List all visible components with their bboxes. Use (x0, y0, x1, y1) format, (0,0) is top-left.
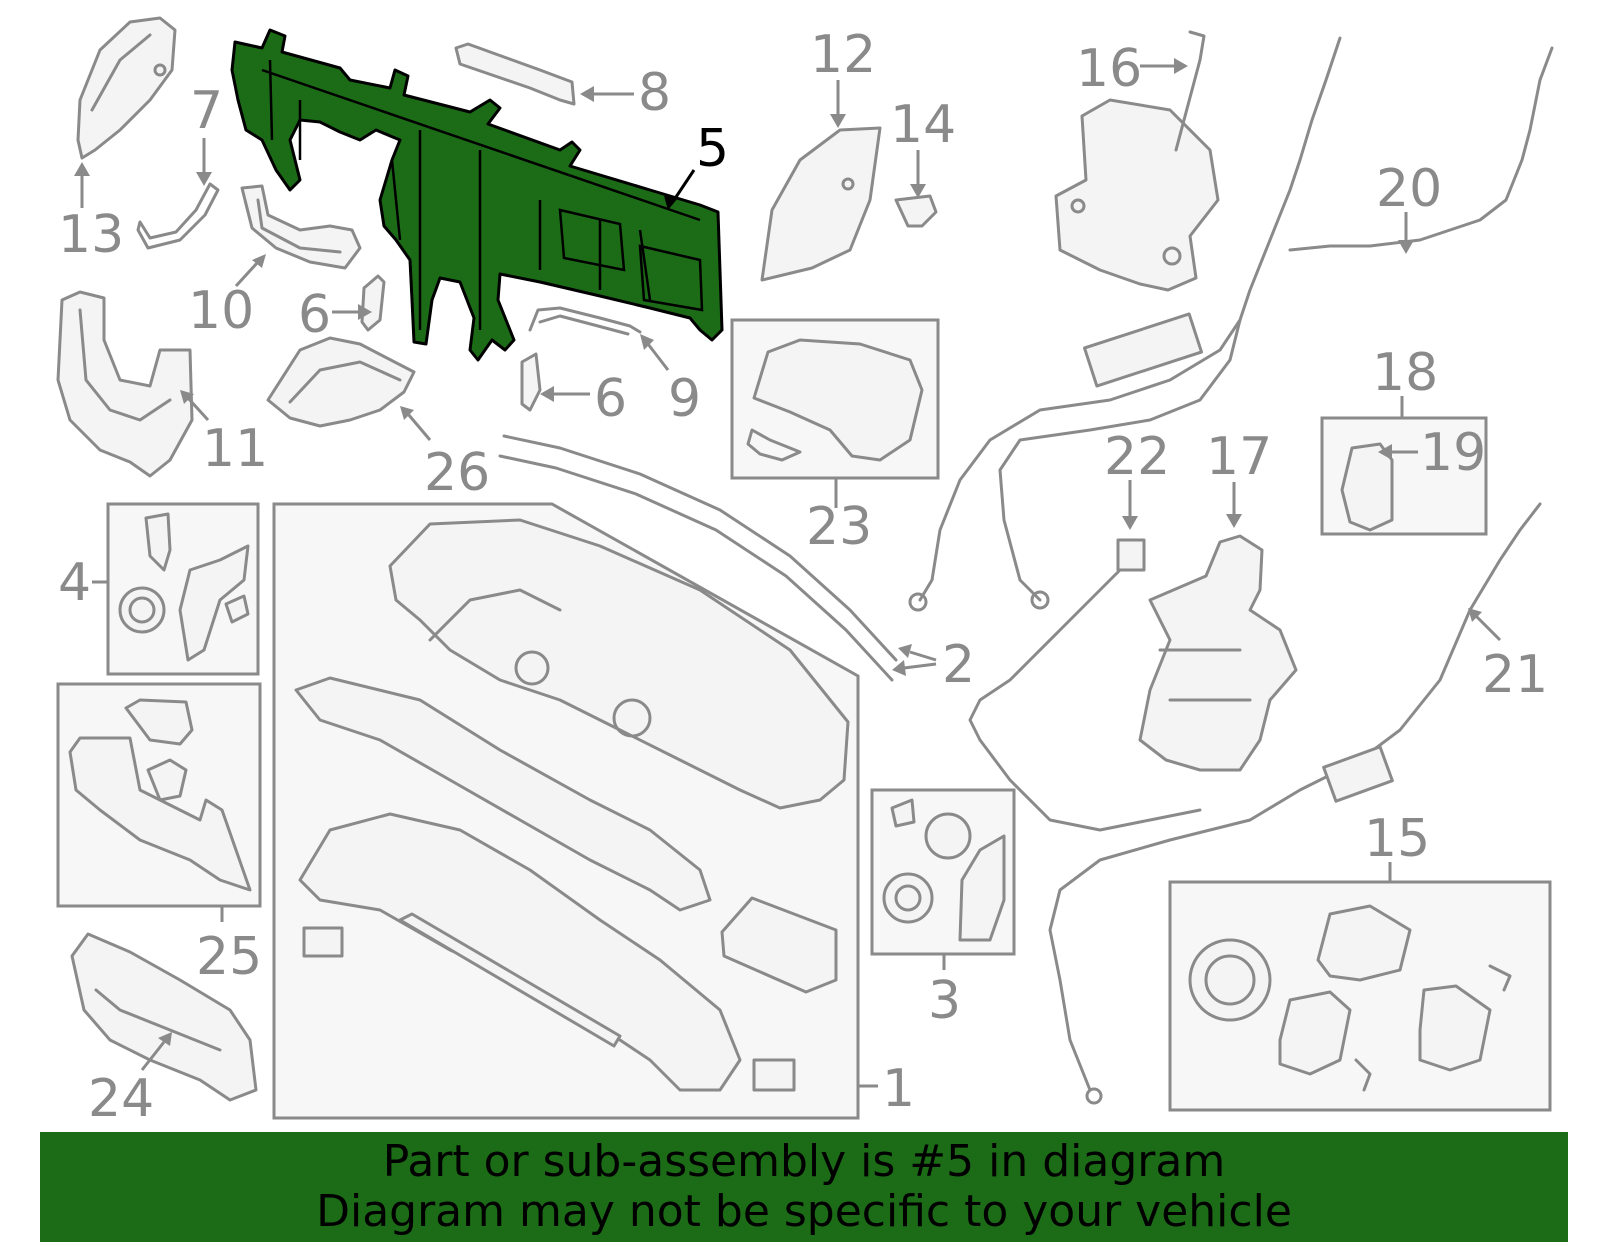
banner-line-2: Diagram may not be specific to your vehi… (316, 1186, 1292, 1237)
callout-26: 26 (424, 443, 490, 503)
callout-23: 23 (806, 497, 872, 557)
part-9-rod[interactable] (528, 306, 642, 336)
callout-20: 20 (1376, 159, 1442, 219)
part-2-trim-strip[interactable] (498, 434, 898, 682)
part-26-duct[interactable] (266, 336, 416, 428)
part-25-group[interactable] (56, 682, 262, 908)
callout-16: 16 (1076, 39, 1142, 99)
part-21-cable[interactable] (1048, 502, 1542, 1105)
callout-19: 19 (1420, 423, 1486, 483)
callout-labels: 13 7 5 8 10 6 11 26 6 9 12 14 16 20 23 1… (58, 25, 1548, 1129)
part-10-bracket[interactable] (240, 184, 362, 270)
part-18-group[interactable] (1320, 416, 1488, 536)
part-6-clip-lower[interactable] (520, 352, 542, 412)
leader-lines (74, 58, 1502, 1088)
part-6-clip-upper[interactable] (360, 274, 386, 332)
callout-4: 4 (58, 553, 91, 613)
part-1-group[interactable] (272, 502, 860, 1120)
callout-2: 2 (942, 635, 975, 695)
part-15-group[interactable] (1168, 880, 1552, 1112)
part-12-side-trim[interactable] (760, 126, 882, 282)
part-5-cross-car-beam[interactable] (230, 28, 724, 362)
callout-6-lower: 6 (594, 369, 627, 429)
callout-17: 17 (1206, 427, 1272, 487)
callout-3: 3 (928, 971, 961, 1031)
part-3-group[interactable] (870, 788, 1016, 956)
callout-7: 7 (190, 81, 223, 141)
banner-line-1: Part or sub-assembly is #5 in diagram (382, 1136, 1226, 1187)
callout-11: 11 (202, 419, 268, 479)
callout-1: 1 (882, 1059, 915, 1119)
part-17-shifter[interactable] (1138, 534, 1298, 772)
callout-8: 8 (638, 63, 671, 123)
callout-10: 10 (188, 281, 254, 341)
callout-15: 15 (1364, 809, 1430, 869)
part-24-lower-panel[interactable] (70, 932, 258, 1102)
part-16-shifter-bracket[interactable] (1054, 30, 1220, 292)
callout-21: 21 (1482, 645, 1548, 705)
part-20-shift-cable[interactable] (908, 36, 1554, 612)
callout-14: 14 (890, 95, 956, 155)
callout-9: 9 (668, 369, 701, 429)
part-4-group[interactable] (106, 502, 260, 676)
callout-12: 12 (810, 25, 876, 85)
info-banner: Part or sub-assembly is #5 in diagram Di… (40, 1132, 1568, 1242)
callout-22: 22 (1104, 427, 1170, 487)
callout-5: 5 (696, 119, 729, 179)
part-11-knee-panel[interactable] (56, 290, 194, 478)
callout-18: 18 (1372, 343, 1438, 403)
callout-24: 24 (88, 1069, 154, 1129)
callout-13: 13 (58, 205, 124, 265)
part-13-side-panel[interactable] (76, 16, 177, 160)
part-14-clip[interactable] (894, 194, 938, 228)
part-7-bracket[interactable] (136, 182, 220, 250)
part-23-group[interactable] (730, 318, 940, 480)
callout-25: 25 (196, 927, 262, 987)
callout-6-upper: 6 (298, 285, 331, 345)
part-22-cable[interactable] (968, 538, 1202, 832)
part-8-trim-strip[interactable] (454, 42, 576, 106)
